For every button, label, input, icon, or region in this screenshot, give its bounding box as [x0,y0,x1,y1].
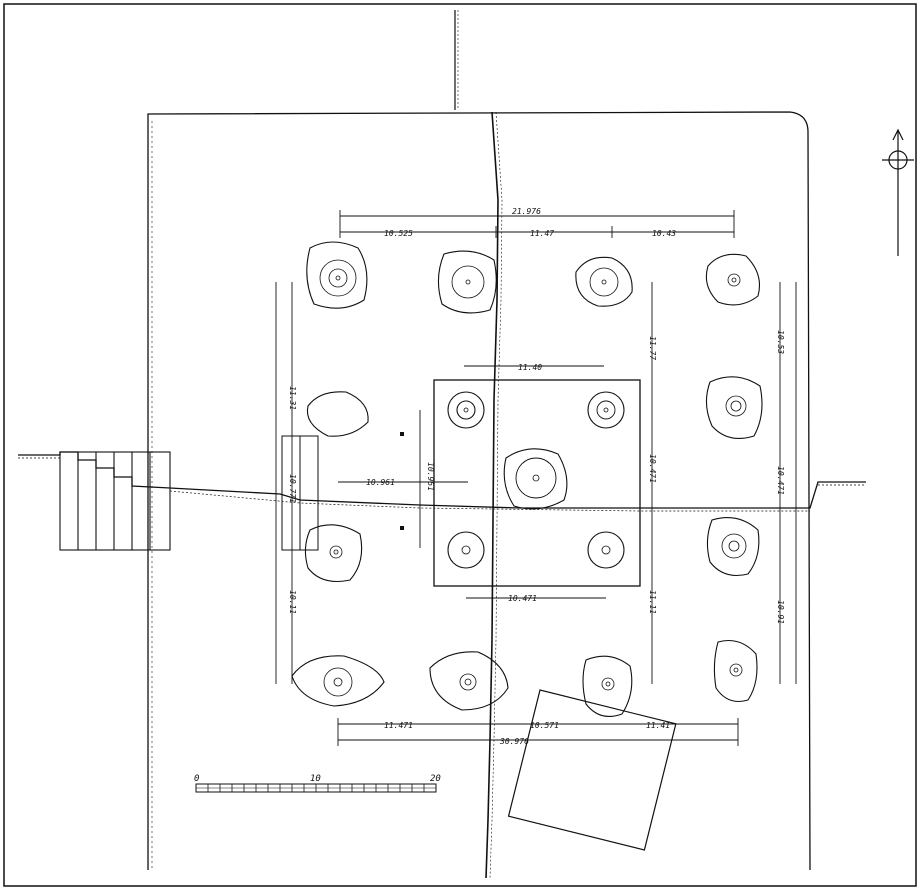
scale-label-start: 0 [194,774,199,784]
marker-square [400,526,404,530]
scale-label-mid: 10 [310,774,321,784]
column-base [575,256,633,307]
column-base [437,250,497,314]
dim-top-middle: 11.47 [530,229,554,238]
column-base [582,655,633,717]
tilted-square [507,689,677,851]
dim-inner-left: 10.961 [426,462,435,491]
inner-column-base [447,391,485,429]
north-arrow-icon [882,128,914,256]
inner-column-base [587,531,625,569]
dim-bottom-middle: 10.571 [530,721,559,730]
dim-right-lower: 11.11 [648,590,657,614]
column-base [705,376,763,439]
inner-column-base [447,531,485,569]
column-base [306,241,368,309]
inner-column-bases [447,391,625,569]
platform-outline [147,111,811,871]
inner-column-base [503,448,568,510]
dim-right-outer-lower: 10.91 [776,600,785,624]
column-base [429,651,509,711]
marker-square [400,432,404,436]
dim-right-outer-upper: 10.53 [776,330,785,354]
scale-bar: 0 10 20 [194,774,441,793]
inner-column-base [587,391,625,429]
dim-bottom-total: 30.976 [499,737,529,746]
dim-top-total: 21.976 [512,207,541,216]
left-wall-section [281,435,319,551]
column-base [291,655,385,707]
column-base [706,517,760,577]
dim-top-right: 10.43 [652,229,676,238]
central-platform [433,379,641,587]
dim-right-outer-mid: 10.471 [776,466,785,495]
column-bases [291,241,763,717]
dim-bottom-left: 11.471 [384,721,413,730]
dim-left-upper: 11.31 [288,386,297,410]
dim-inner-mid: 10.961 [366,478,395,487]
ground-section-line [18,451,866,512]
north-section-line [454,10,459,110]
scale-label-end: 20 [430,774,441,784]
column-base [304,524,363,583]
column-base [705,253,761,306]
dim-right-upper: 11.77 [648,336,657,360]
dim-inner-top: 11.40 [518,363,542,372]
dim-bottom-right: 11.41 [646,721,670,730]
drawing-frame [3,3,917,887]
dim-left-mid: 10.771 [288,474,297,503]
dim-left-lower: 10.11 [288,590,297,614]
dim-right-mid: 10.471 [648,454,657,483]
trench-line [485,111,503,879]
stepped-section [59,451,171,551]
dimension-lines [275,210,797,746]
dimension-labels: 21.976 10.525 11.47 10.43 11.40 10.961 1… [288,207,785,746]
column-base [713,639,758,703]
column-base [306,391,369,437]
dim-inner-bottom: 10.471 [508,594,537,603]
dim-top-left: 10.525 [384,229,413,238]
